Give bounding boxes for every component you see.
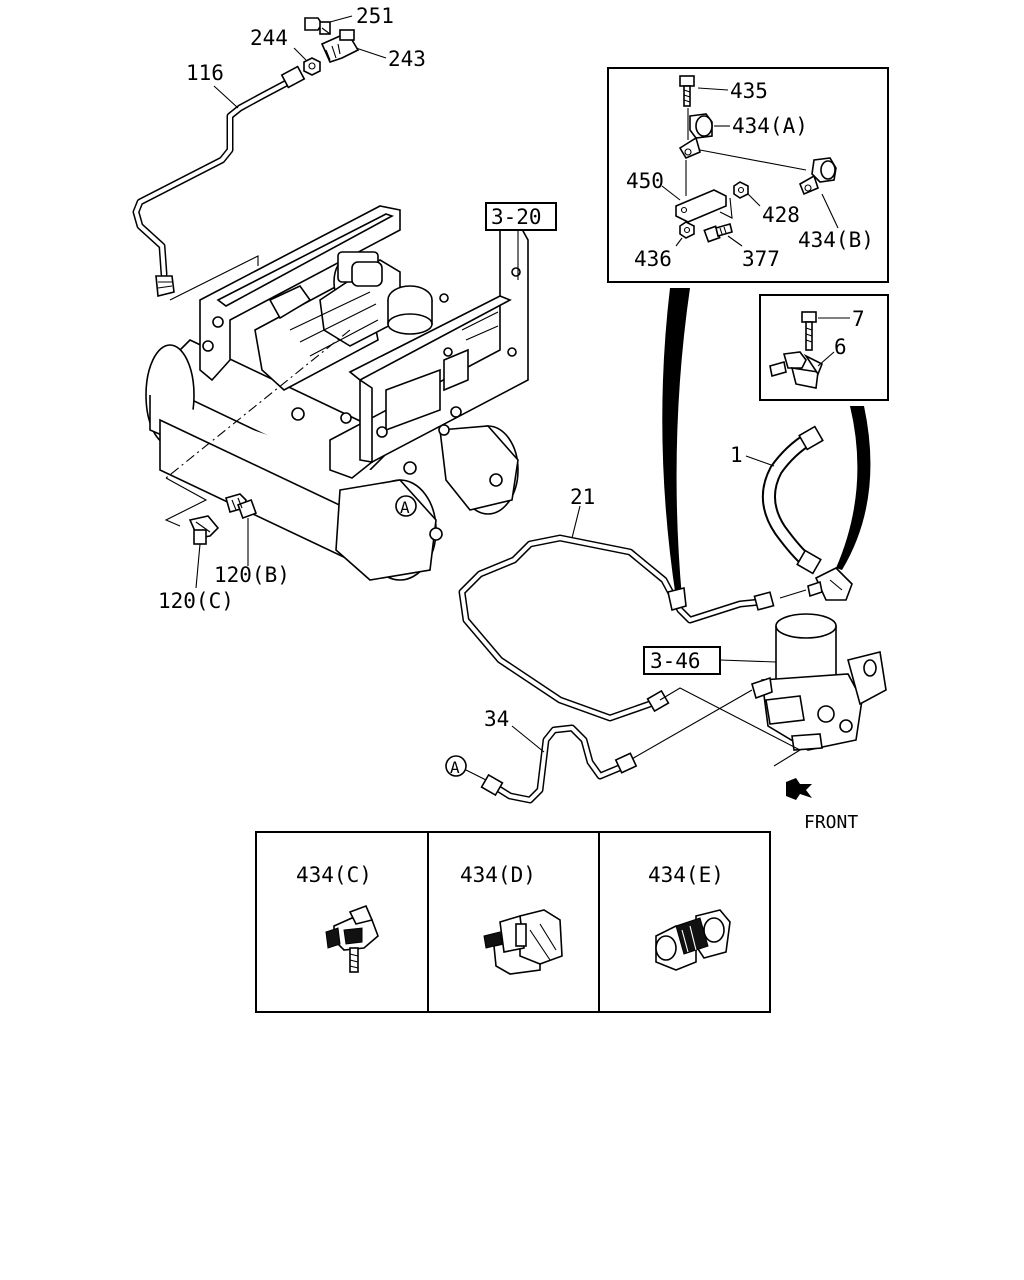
- reference-box-3-20: [485, 202, 557, 231]
- callout-a-tank-label: A: [400, 498, 410, 517]
- detail-box-clamps: [607, 67, 889, 283]
- label-116: 116: [186, 61, 224, 85]
- inset-label-434e: 434(E): [648, 863, 724, 887]
- callout-a-pipe: [445, 755, 467, 777]
- fitting-120c: [188, 515, 220, 545]
- nut-244: [303, 57, 321, 76]
- air-tank-assembly: [145, 205, 529, 581]
- connector-arrow-left: [662, 288, 690, 598]
- hose-1: [761, 425, 824, 575]
- label-428: 428: [762, 203, 800, 227]
- label-3-20: 3-20: [491, 205, 542, 229]
- front-label: FRONT: [804, 812, 858, 833]
- nut-436: [679, 221, 695, 239]
- clamp-434e: [655, 909, 731, 971]
- front-arrow: [786, 778, 812, 800]
- clamp-434a: [678, 113, 713, 160]
- callout-a-pipe-label: A: [450, 758, 460, 777]
- connector-arrow-right: [836, 406, 871, 570]
- reference-box-3-46: [643, 646, 721, 675]
- bolt-7: [801, 311, 817, 351]
- clamp-434c: [325, 904, 379, 973]
- label-435: 435: [730, 79, 768, 103]
- label-244: 244: [250, 26, 288, 50]
- pipe-116: [132, 65, 306, 298]
- air-dryer: [751, 613, 887, 751]
- inset-label-434d: 434(D): [460, 863, 536, 887]
- callout-a-tank: [395, 495, 417, 517]
- clamp-434b: [798, 157, 837, 196]
- detail-box-tee: [759, 294, 889, 401]
- label-450: 450: [626, 169, 664, 193]
- pipe-34: [480, 724, 638, 804]
- tee-fitting-lower: [807, 567, 853, 601]
- label-120c: 120(C): [158, 589, 234, 613]
- label-434a: 434(A): [732, 114, 808, 138]
- label-1: 1: [730, 443, 743, 467]
- label-434b: 434(B): [798, 228, 874, 252]
- nut-428: [733, 181, 749, 199]
- elbow-243: [320, 29, 360, 63]
- plate-450: [675, 189, 727, 223]
- tee-6: [769, 351, 824, 389]
- label-251: 251: [356, 4, 394, 28]
- fitting-251: [304, 17, 331, 35]
- clamp-434d: [483, 909, 563, 975]
- label-377: 377: [742, 247, 780, 271]
- label-436: 436: [634, 247, 672, 271]
- bolt-435: [679, 75, 695, 107]
- label-7: 7: [852, 307, 865, 331]
- label-3-46: 3-46: [650, 649, 701, 673]
- label-120b: 120(B): [214, 563, 290, 587]
- label-34: 34: [484, 707, 509, 731]
- label-243: 243: [388, 47, 426, 71]
- label-6: 6: [834, 335, 847, 359]
- inset-label-434c: 434(C): [296, 863, 372, 887]
- label-21: 21: [570, 485, 595, 509]
- pipe-21: [458, 534, 775, 722]
- fitting-120b: [225, 493, 257, 519]
- bolt-377: [703, 223, 733, 243]
